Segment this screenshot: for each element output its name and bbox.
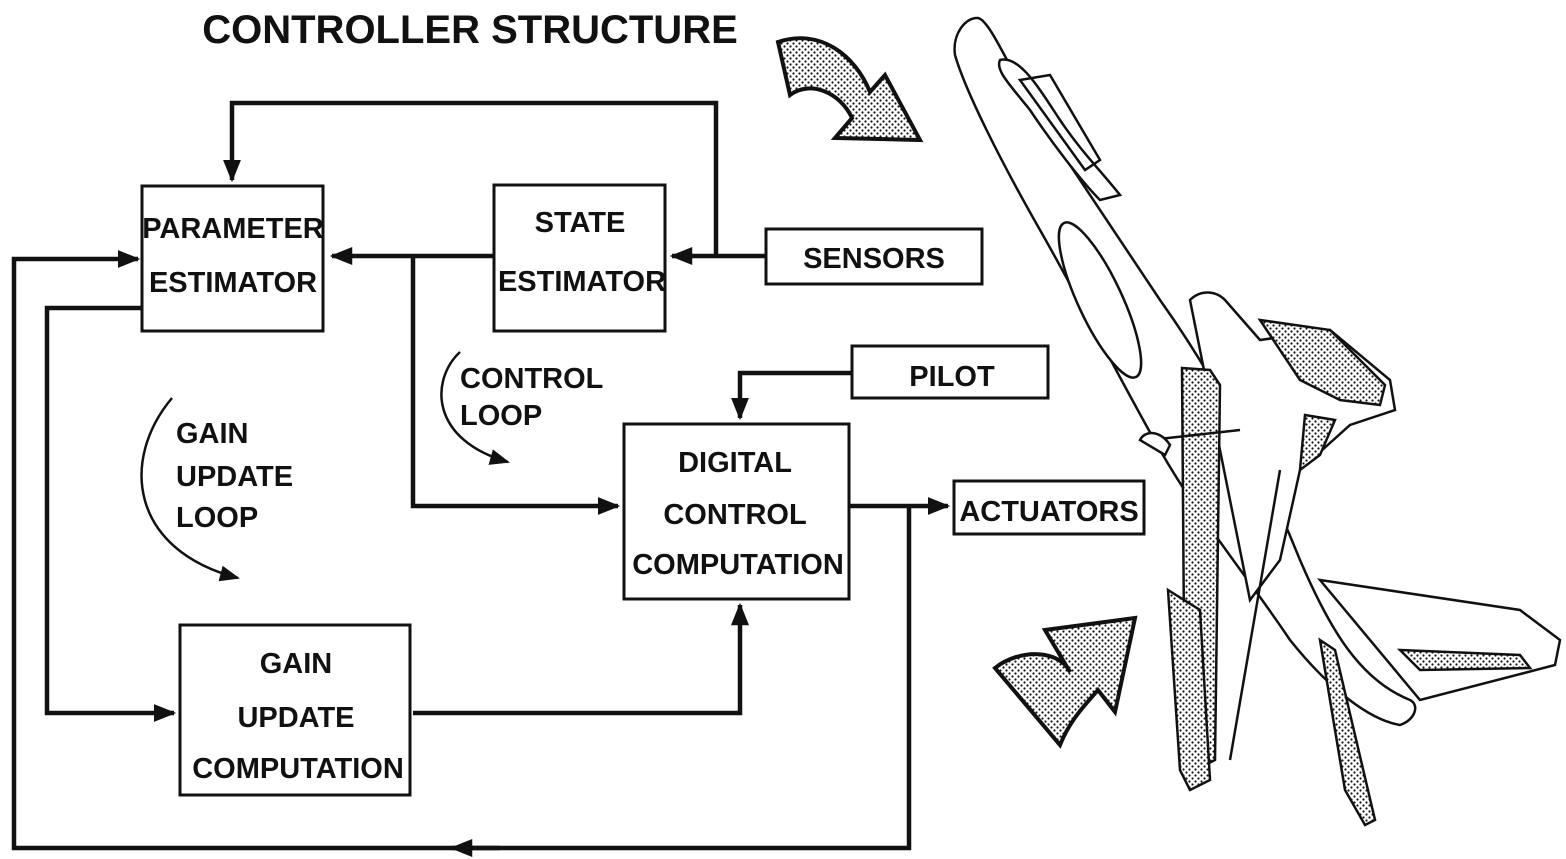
wire-gain-update-to-digital [413, 602, 749, 716]
pilot-block: PILOT [850, 344, 1050, 400]
sensors-label: SENSORS [803, 243, 945, 275]
control-loop-label-1: CONTROL [460, 363, 603, 395]
control-loop-label-2: LOOP [460, 400, 542, 432]
state-estimator-label-2: ESTIMATOR [498, 266, 666, 298]
actuators-block: ACTUATORS [952, 479, 1146, 536]
state-estimator-block: STATE ESTIMATOR [492, 183, 667, 333]
control-loop-annotation: CONTROL LOOP [440, 351, 603, 465]
digital-control-label-2: CONTROL [663, 499, 806, 531]
wire-parameter-to-gain-update [44, 305, 177, 722]
parameter-estimator-label-2: ESTIMATOR [149, 267, 317, 299]
aircraft-illustration [953, 16, 1562, 827]
parameter-estimator-label-1: PARAMETER [142, 213, 324, 245]
wire-state-to-digital-control [410, 256, 621, 515]
page-title: CONTROLLER STRUCTURE [202, 8, 738, 52]
wire-outer-feedback [11, 250, 912, 851]
gain-update-block: GAIN UPDATE COMPUTATION [178, 623, 412, 797]
gain-update-label-2: UPDATE [237, 702, 354, 734]
stippled-arrow-icon [775, 36, 924, 143]
gain-update-loop-label-3: LOOP [176, 502, 258, 534]
wire-sensors-to-parameter-estimator [223, 100, 719, 256]
gain-update-label-1: GAIN [260, 648, 333, 680]
wire-pilot-to-digital-control [731, 370, 852, 421]
sensors-block: SENSORS [764, 227, 984, 286]
gain-update-loop-label-1: GAIN [176, 418, 249, 450]
gain-update-label-3: COMPUTATION [192, 753, 404, 785]
digital-control-label-3: COMPUTATION [632, 549, 844, 581]
pilot-label: PILOT [909, 361, 995, 393]
actuators-label: ACTUATORS [959, 496, 1138, 528]
parameter-estimator-block: PARAMETER ESTIMATOR [140, 184, 325, 333]
signal-wires [11, 100, 951, 857]
curved-arrow-icon [140, 397, 240, 582]
digital-control-label-1: DIGITAL [678, 447, 792, 479]
gain-update-loop-annotation: GAIN UPDATE LOOP [140, 397, 293, 582]
state-estimator-label-1: STATE [535, 207, 626, 239]
stippled-arrow-icon [992, 615, 1138, 749]
curved-arrow-icon [440, 351, 510, 465]
gain-update-loop-label-2: UPDATE [176, 461, 293, 493]
digital-control-block: DIGITAL CONTROL COMPUTATION [622, 422, 851, 601]
